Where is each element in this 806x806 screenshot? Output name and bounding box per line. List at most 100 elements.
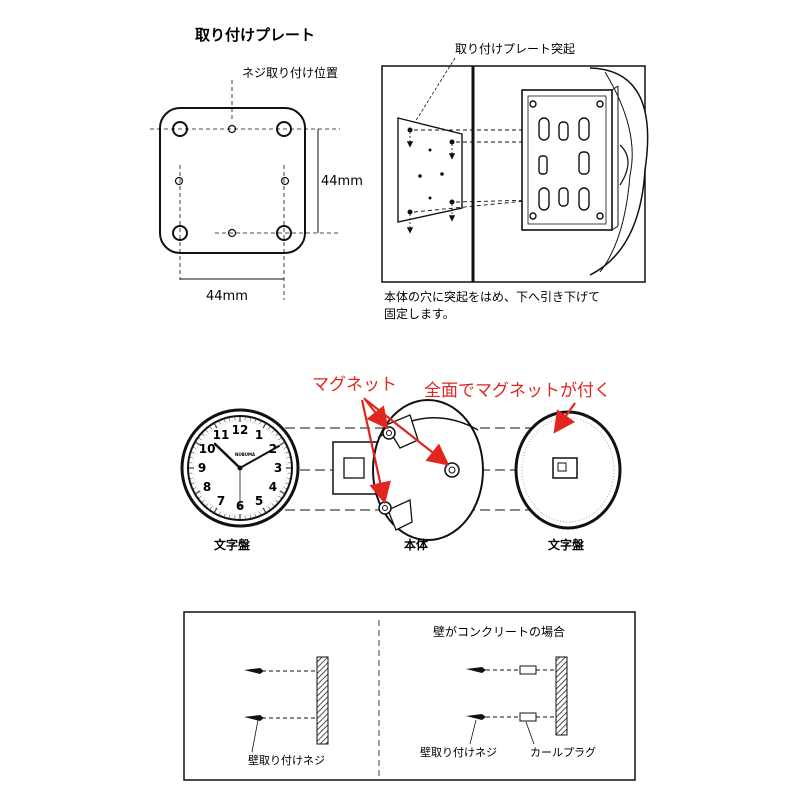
clock-numeral: 4 <box>269 480 277 494</box>
screw-hole <box>280 176 290 186</box>
clock-numeral: 7 <box>217 494 225 508</box>
clock-numeral: 3 <box>274 461 282 475</box>
clock-tick <box>229 514 231 518</box>
brand-logo: NOBUMA <box>235 452 256 457</box>
clock-tick <box>278 437 282 441</box>
mount-caption-2: 固定します。 <box>384 306 455 321</box>
clock-tick <box>213 423 218 429</box>
mount-caption-1: 本体の穴に突起をはめ、下へ引き下げて <box>384 289 600 304</box>
clock-tick <box>285 451 289 454</box>
magnet-arrow <box>365 399 450 466</box>
clock-numeral: 12 <box>232 423 249 437</box>
wall-screw <box>244 715 317 721</box>
clock-tick <box>209 426 213 430</box>
clock-tick <box>213 507 218 513</box>
clock-tick <box>193 447 197 449</box>
clock-tick <box>198 437 202 441</box>
wall-plug <box>519 712 537 722</box>
plate-hole <box>276 225 292 241</box>
wall-hatch <box>316 656 329 745</box>
clock-tick <box>249 514 251 518</box>
clock-tick <box>198 495 202 499</box>
clock-tick <box>271 429 275 433</box>
concrete-screw <box>466 665 556 675</box>
clock-tick <box>254 419 257 423</box>
clock-tick <box>219 511 221 515</box>
clock-tick <box>279 490 285 495</box>
clock-tick <box>267 426 271 430</box>
concrete-title: 壁がコンクリートの場合 <box>433 624 565 639</box>
clock-tick <box>286 477 290 479</box>
dim-horizontal-label: 44mm <box>206 289 248 304</box>
clock-tick <box>191 451 195 454</box>
back-cover <box>514 410 622 530</box>
clock-tick <box>267 506 271 510</box>
full-magnet-arrow <box>553 402 576 434</box>
plate-section: 取り付けプレート 44mm 44mm ネジ取り付け位置 <box>150 26 363 304</box>
clock-tick <box>190 477 194 479</box>
clock-tick <box>279 441 285 446</box>
clock-face: 121234567891011 NOBUMA <box>180 408 300 528</box>
clock-numeral: 1 <box>255 428 263 442</box>
clock-tick <box>285 482 289 485</box>
protrusion-label: 取り付けプレート突起 <box>455 41 575 56</box>
dim-vertical-label: 44mm <box>321 174 363 189</box>
assembly-section: 121234567891011 NOBUMA 文字盤 本体 <box>180 375 622 552</box>
clock-tick <box>223 419 226 423</box>
wall-section: 壁取り付けネジ 壁がコンクリートの場合 壁取り付けネジ カールプラグ <box>183 611 636 781</box>
slanted-plate <box>397 117 463 223</box>
dial-label-left: 文字盤 <box>214 537 251 552</box>
clock-numeral: 5 <box>255 494 263 508</box>
clock-tick <box>219 421 221 425</box>
mount-section: 取り付けプレート突起 <box>381 41 649 321</box>
clock-tick <box>190 457 194 459</box>
clock-numeral: 8 <box>203 480 211 494</box>
clock-tick <box>193 487 197 489</box>
clock-body <box>332 399 484 541</box>
anchor-label: カールプラグ <box>530 745 596 759</box>
clock-numeral: 9 <box>198 461 206 475</box>
concrete-hatch <box>555 656 568 736</box>
screw-label-right: 壁取り付けネジ <box>420 745 497 759</box>
screw-position-label: ネジ取り付け位置 <box>242 65 338 80</box>
clock-tick <box>229 418 231 422</box>
minute-hand <box>239 445 280 469</box>
plate-hole <box>172 225 188 241</box>
clock-tick <box>262 507 267 513</box>
clock-tick <box>259 421 261 425</box>
hour-hand <box>213 442 242 470</box>
clock-numeral: 10 <box>199 442 216 456</box>
clock-tick <box>195 490 201 495</box>
dial-label-right: 文字盤 <box>548 537 585 552</box>
clock-tick <box>278 495 282 499</box>
clock-tick <box>201 433 205 437</box>
clock-tick <box>205 503 209 507</box>
screw-hole <box>174 176 184 186</box>
clock-tick <box>209 506 213 510</box>
clock-tick <box>262 423 267 429</box>
clock-tick <box>195 441 201 446</box>
magnet-label: マグネット <box>312 375 397 395</box>
clock-tick <box>271 503 275 507</box>
clock-numeral: 11 <box>213 428 230 442</box>
clock-tick <box>205 429 209 433</box>
clock-tick <box>275 433 279 437</box>
clock-tick <box>249 418 251 422</box>
clock-tick <box>286 457 290 459</box>
clock-tick <box>254 513 257 517</box>
clock-tick <box>223 513 226 517</box>
clock-tick <box>283 447 287 449</box>
concrete-screw <box>466 712 556 722</box>
plate-title: 取り付けプレート <box>195 26 315 44</box>
magnet-arrow <box>360 399 391 505</box>
wall-screw <box>244 668 317 674</box>
clock-back-plate <box>521 89 613 231</box>
clock-tick <box>283 487 287 489</box>
body-label: 本体 <box>404 537 429 552</box>
clock-tick <box>201 499 205 503</box>
full-magnet-label: 全面でマグネットが付く <box>424 381 611 401</box>
wall-plug <box>519 665 537 675</box>
clock-tick <box>275 499 279 503</box>
screw-label-left: 壁取り付けネジ <box>248 753 325 767</box>
